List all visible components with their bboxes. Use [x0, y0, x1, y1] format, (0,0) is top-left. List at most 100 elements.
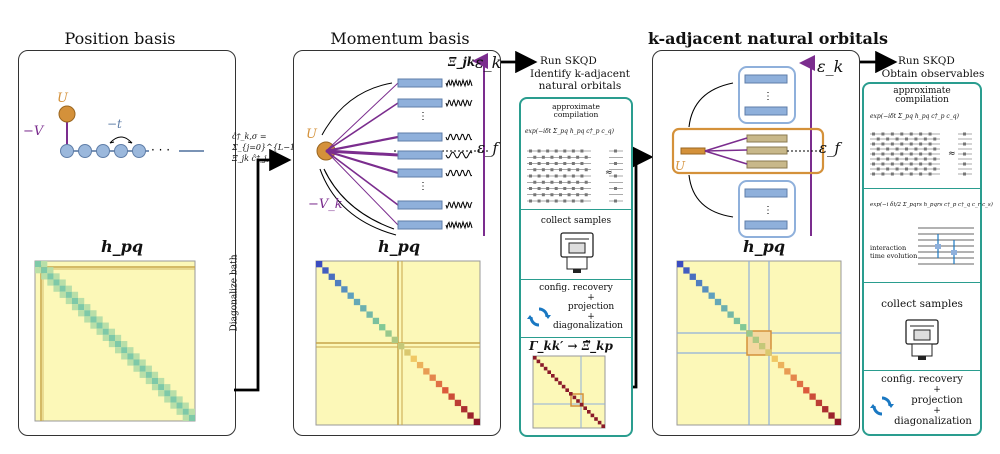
diagonal-cell — [587, 410, 591, 414]
diagonal-cell — [151, 377, 159, 385]
gate — [533, 155, 537, 159]
diagonal-cell — [547, 370, 551, 374]
interaction-formula: exp(−i δt/2 Σ_pqrs h_pqrs c†_p c†_q c_r … — [870, 202, 993, 208]
gate — [541, 168, 545, 172]
approx-symbol-2: ≈ — [948, 149, 956, 159]
gate — [584, 180, 588, 184]
position-chain-diagram: · · · — [58, 105, 204, 158]
diagonal-cell — [683, 267, 690, 274]
offdiagonal-cell — [188, 408, 195, 415]
offdiagonal-cell — [182, 402, 189, 409]
diagonal-cell — [170, 396, 177, 403]
diagonal-cell — [65, 291, 72, 298]
gate — [909, 152, 913, 156]
chain-site — [60, 144, 74, 158]
gate — [537, 162, 541, 165]
diagonal-cell — [721, 305, 728, 312]
approx-compilation-label-2a: approximate — [893, 86, 951, 96]
gate — [614, 174, 617, 178]
gate — [890, 152, 894, 156]
energy-level — [397, 200, 443, 210]
separator — [864, 188, 980, 189]
diagonal-cell — [536, 359, 541, 364]
chain-site — [96, 144, 110, 158]
circuit-grid-2 — [870, 132, 972, 176]
energy-level — [397, 168, 443, 178]
svg-text:⋮: ⋮ — [763, 205, 773, 216]
diagonal-cell — [677, 261, 684, 268]
offdiagonal-cell — [127, 359, 134, 366]
offdiagonal-cell — [65, 285, 72, 292]
diagonal-cell — [47, 273, 54, 280]
matrix-hpq-label: h_pq — [101, 237, 144, 256]
diagonal-cell — [576, 399, 580, 403]
diagonal-cell — [454, 399, 462, 407]
diagonal-cell — [579, 402, 584, 407]
diagonal-cell — [834, 418, 841, 425]
wavefunction-curve — [445, 78, 473, 88]
gate — [890, 132, 894, 136]
wavefunction-curve — [445, 169, 473, 177]
projection-label-1: projection — [567, 302, 615, 312]
gate — [559, 168, 562, 172]
diagonal-cell — [689, 273, 696, 280]
offdiagonal-cell — [121, 353, 128, 360]
diagonal-cell — [133, 359, 140, 366]
gate — [963, 152, 966, 156]
quantum-device-icon — [560, 232, 594, 273]
gate — [914, 167, 918, 171]
diagonal-cell — [372, 317, 380, 325]
momentum-vk-label: −V_k — [308, 197, 343, 212]
diagonal-cell — [41, 267, 48, 274]
diagonal-cell — [398, 343, 405, 350]
wavefunction-curve — [445, 151, 473, 159]
diagonalization-label-2: diagonalization — [894, 416, 972, 427]
gate — [550, 168, 554, 172]
chain-site — [114, 144, 128, 158]
diagonal-cell — [71, 297, 79, 305]
gate — [886, 137, 890, 141]
workflow-panel-2: approximate compilation exp(−iδt Σ_pq h_… — [862, 82, 993, 436]
hybridization-line — [325, 150, 399, 206]
interaction-label-2: time evolution — [870, 252, 918, 260]
quantum-device-icon-2 — [905, 319, 939, 360]
gate — [559, 193, 562, 197]
diagonal-cell — [435, 380, 443, 388]
diagonal-cell — [334, 279, 342, 287]
gate — [576, 155, 580, 159]
momentum-u-label: U — [306, 127, 317, 142]
diagonal-cell — [473, 418, 480, 425]
gate — [933, 157, 937, 161]
gate — [890, 172, 894, 176]
gate — [872, 142, 875, 146]
gate — [905, 167, 908, 171]
offdiagonal-cell — [59, 291, 66, 298]
gate — [546, 199, 550, 203]
diagonal-cell — [822, 406, 829, 413]
plus-1: + — [587, 293, 595, 303]
diagonal-cell — [540, 363, 544, 367]
gate — [567, 155, 571, 159]
diagonal-cell — [347, 292, 354, 299]
gate — [546, 174, 550, 178]
diagonal-cell — [554, 377, 559, 382]
gate — [563, 199, 567, 203]
gate — [890, 162, 894, 166]
gate — [886, 157, 890, 161]
diagonal-cell — [583, 406, 587, 410]
diagonalization-label-1: diagonalization — [553, 321, 623, 331]
wavefunction-curve — [445, 200, 473, 210]
identify-heading-1: Identify k-adjacent — [530, 68, 630, 80]
gate — [909, 142, 913, 146]
natural-orbitals-title: k-adjacent natural orbitals — [648, 29, 888, 48]
collect-samples-label-1: collect samples — [540, 216, 612, 226]
momentum-hpq-label: h_pq — [378, 237, 421, 256]
diagonal-cell — [410, 355, 417, 362]
gate — [919, 142, 923, 146]
approx-compilation-label-2: compilation — [553, 110, 599, 119]
gate — [563, 174, 567, 178]
momentum-ek-label: ε_k — [475, 53, 502, 72]
diagonal-cell — [569, 392, 573, 396]
hybridization-line — [325, 82, 399, 152]
gate — [571, 174, 575, 178]
